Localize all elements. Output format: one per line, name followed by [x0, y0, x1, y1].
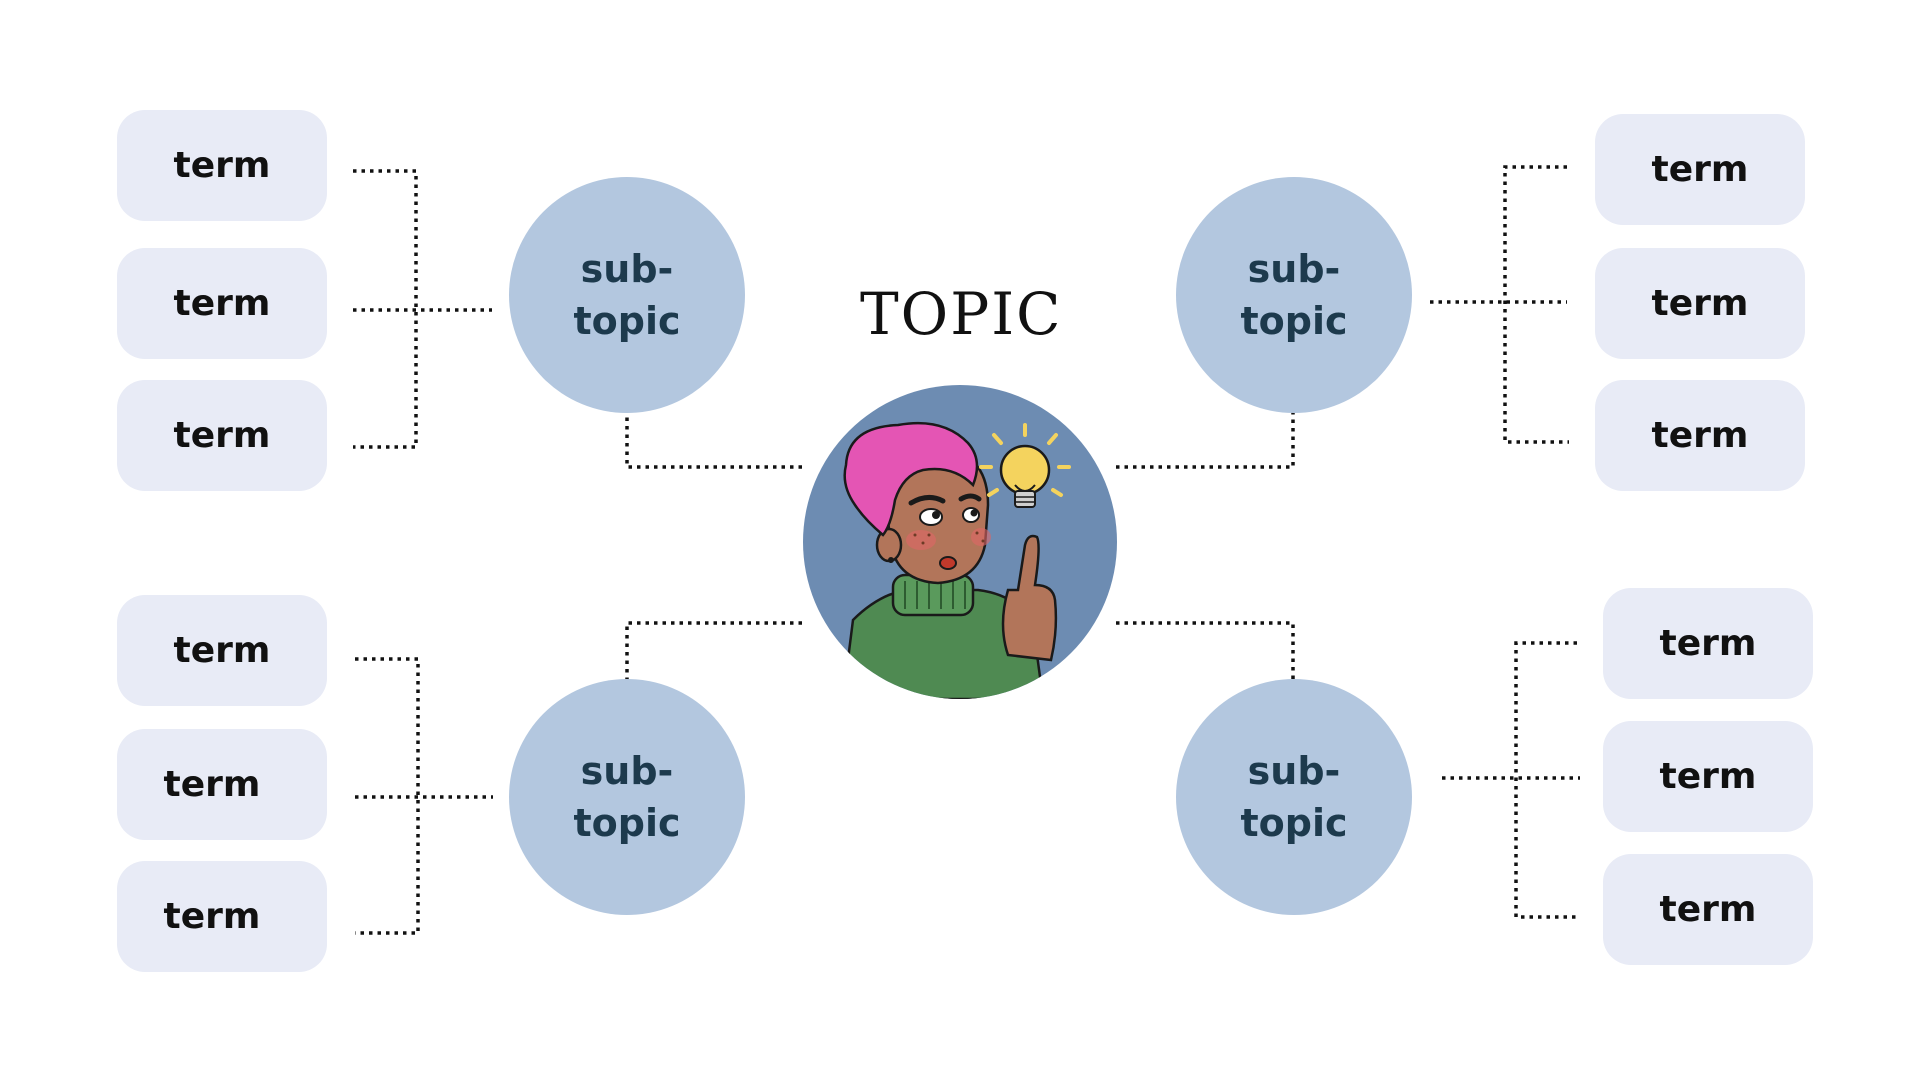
term-bottom-left-2: term [117, 729, 327, 840]
term-label: term [1659, 623, 1757, 664]
subtopic-bottom-right: sub- topic [1176, 679, 1412, 915]
term-label: term [173, 145, 271, 186]
term-bottom-right-3: term [1603, 854, 1813, 965]
term-label: term [1659, 889, 1757, 930]
topic-title: TOPIC [860, 280, 1063, 348]
center-illustration [803, 385, 1117, 699]
connector-bottom-right-bracket [1514, 641, 1580, 919]
term-label: term [1659, 756, 1757, 797]
term-label: term [1651, 149, 1749, 190]
term-top-right-3: term [1595, 380, 1805, 491]
connector-bottom-left-bracket [355, 657, 420, 935]
term-bottom-left-3: term [117, 861, 327, 972]
term-label: term [163, 896, 261, 937]
term-label: term [1651, 415, 1749, 456]
subtopic-bottom-left: sub- topic [509, 679, 745, 915]
connector-top-right-bracket [1503, 165, 1569, 444]
term-top-right-1: term [1595, 114, 1805, 225]
term-top-left-2: term [117, 248, 327, 359]
term-top-right-2: term [1595, 248, 1805, 359]
term-label: term [163, 764, 261, 805]
person-with-lightbulb-icon [841, 421, 1071, 699]
term-bottom-right-2: term [1603, 721, 1813, 832]
term-bottom-left-1: term [117, 595, 327, 706]
term-label: term [173, 283, 271, 324]
subtopic-label-line1: sub- [1247, 247, 1341, 291]
term-top-left-3: term [117, 380, 327, 491]
term-label: term [173, 630, 271, 671]
term-label: term [173, 415, 271, 456]
subtopic-label-line2: topic [1240, 299, 1348, 343]
subtopic-label-line2: topic [573, 299, 681, 343]
term-bottom-right-1: term [1603, 588, 1813, 699]
subtopic-label-line1: sub- [580, 247, 674, 291]
term-label: term [1651, 283, 1749, 324]
subtopic-top-right: sub- topic [1176, 177, 1412, 413]
subtopic-label-line2: topic [573, 801, 681, 845]
term-top-left-1: term [117, 110, 327, 221]
subtopic-label-line1: sub- [1247, 749, 1341, 793]
subtopic-top-left: sub- topic [509, 177, 745, 413]
subtopic-label-line2: topic [1240, 801, 1348, 845]
subtopic-label-line1: sub- [580, 749, 674, 793]
